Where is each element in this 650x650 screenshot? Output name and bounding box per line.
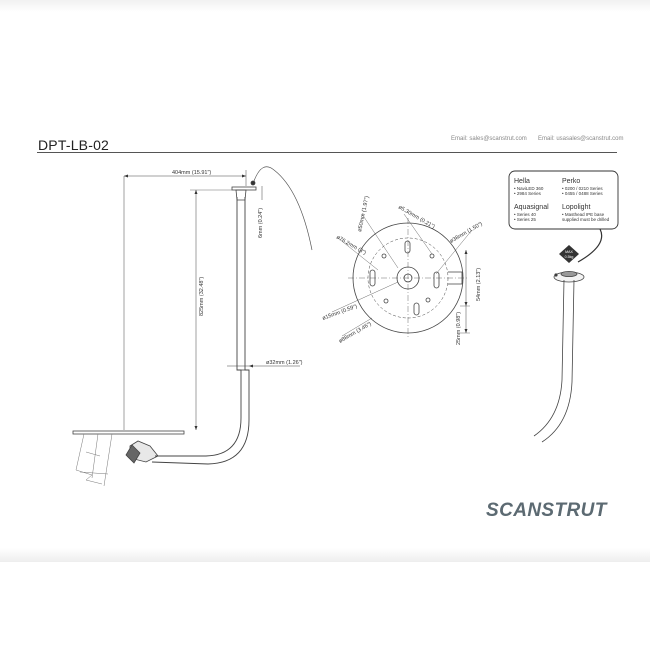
usa-sales-email: Email: usasales@scanstrut.com [538, 136, 624, 142]
dim-dia-88: ø88mm (3.46") [338, 321, 373, 345]
compat-perko-item-2: • 0455 / 0488 Series [562, 191, 603, 196]
max-load-badge [559, 245, 579, 263]
compat-hella-title: Hella [514, 178, 530, 185]
dim-height-825: 825mm (32.48") [199, 277, 205, 316]
title-rule [37, 152, 617, 153]
dim-dia-76-2: ø76.2mm (3") [335, 235, 367, 257]
top-shadow [0, 0, 650, 12]
badge-bottom-text: 0.5kg [565, 255, 574, 259]
compat-perko-title: Perko [562, 178, 580, 185]
compat-aquasignal-item-2: • Series 25 [514, 217, 536, 222]
dim-dia-50: ø50mm (1.97") [357, 195, 370, 232]
compat-aquasignal-item-1: • Series 40 [514, 212, 536, 217]
compat-aquasignal-title: Aquasignal [514, 204, 549, 211]
drawing-title: DPT-LB-02 [38, 137, 110, 153]
mount-slot-right [433, 271, 440, 289]
foot-clamp [125, 444, 141, 464]
compat-hella-item-1: • NaviLED 360 [514, 186, 544, 191]
dim-width-404: 404mm (15.91") [172, 170, 211, 176]
pole-outline-left [155, 197, 242, 457]
dim-dia-5-3: ø5.30mm (0.21") [397, 205, 436, 231]
plate-detail [331, 213, 473, 338]
compat-callout-box [508, 170, 619, 230]
dim-h-54: 54mm (2.13") [476, 268, 482, 301]
pole-outline-right [151, 197, 250, 465]
mount-hole-4 [425, 297, 431, 303]
mount-slot-top [404, 240, 411, 254]
mount-slot-bottom [413, 302, 420, 316]
badge-top-text: MAX [565, 250, 573, 254]
mount-hole-3 [383, 298, 389, 304]
cable-line [253, 166, 313, 251]
bottom-shadow [0, 548, 650, 562]
cable-gland-icon [250, 180, 256, 186]
dim-h-25: 25mm (0.98") [456, 312, 462, 345]
dim-thickness-6: 6mm (0.24") [258, 208, 264, 238]
compat-perko-item-1: • 0200 / 0210 Series [562, 186, 603, 191]
mount-hole-1 [381, 253, 387, 259]
dim-dia-32: ø32mm (1.26") [266, 360, 303, 366]
scanstrut-logo: SCANSTRUT [486, 500, 607, 521]
sales-email: Email: sales@scanstrut.com [451, 136, 527, 142]
mount-perspective [533, 270, 585, 443]
callout-leader [577, 228, 603, 263]
top-fitting [235, 189, 247, 201]
compat-lopolight-title: Lopolight [562, 204, 590, 211]
top-plate [231, 186, 257, 191]
perspective-pole-left [533, 279, 565, 437]
dim-dia-15: ø15mm (0.59") [322, 304, 358, 322]
deck-hatch [75, 433, 113, 487]
mount-hole-2 [429, 253, 435, 259]
compat-lopolight-item-2: supplied must be drilled [562, 217, 610, 222]
perspective-pole-right [541, 279, 575, 443]
compat-lopolight-item-1: • Masthead IPE base [562, 212, 605, 217]
dim-dia-38: ø38mm (1.50") [449, 221, 484, 245]
deck-plate [72, 430, 185, 435]
compat-hella-item-2: • 2984 Series [514, 191, 542, 196]
